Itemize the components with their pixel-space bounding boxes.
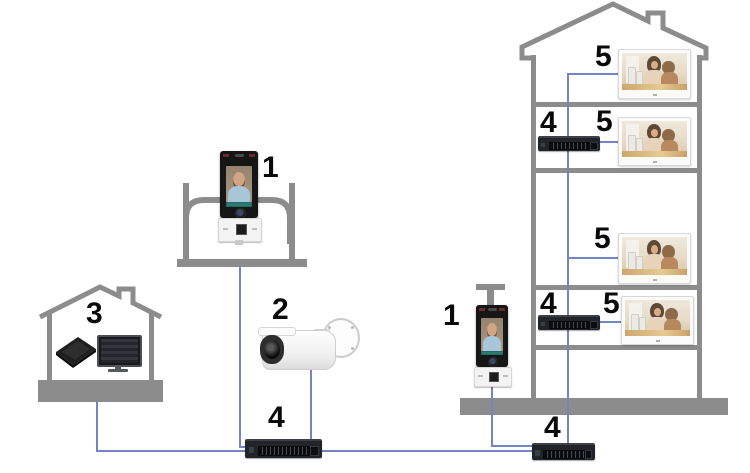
illuminator-icon: [479, 308, 485, 311]
switch-floor1: [538, 315, 600, 330]
logo-icon: [655, 340, 660, 342]
management-software-screen: [101, 339, 138, 363]
cable-stub-floor4: [567, 73, 619, 75]
illuminator-icon: [499, 308, 505, 311]
label-monitor-floor3: 5: [596, 105, 613, 138]
illuminator-icon: [249, 154, 255, 157]
cable-door-right-drop: [491, 384, 493, 447]
label-monitor-floor2: 5: [594, 222, 611, 255]
building-base: [460, 398, 728, 415]
building-floor-divider-3: [531, 285, 702, 290]
indoor-monitor-floor1: [621, 296, 694, 345]
cable-building-riser: [567, 73, 569, 445]
logo-icon: [652, 279, 657, 281]
ip-camera: [256, 314, 360, 372]
villa-base: [38, 380, 163, 402]
villa-roof: [38, 284, 163, 320]
building-roof: [519, 1, 709, 61]
cable-door-left-drop: [239, 265, 241, 448]
pole-crossbar: [476, 284, 505, 290]
label-door-station-left: 1: [262, 151, 279, 184]
cable-door-right-stub: [491, 445, 534, 447]
indoor-monitor-floor3: [618, 117, 691, 166]
speaker-icon: [488, 308, 497, 311]
management-server: [56, 337, 96, 368]
label-switch-floor1: 4: [540, 287, 557, 320]
illuminator-icon: [223, 154, 229, 157]
door-station-right: [474, 305, 512, 387]
cable-stub-floor3: [600, 141, 619, 143]
cable-door-left-stub: [239, 446, 248, 448]
speaker-icon: [235, 154, 244, 157]
label-switch-floor3: 4: [540, 106, 557, 139]
switch-floor3: [538, 136, 600, 151]
door-station-screen: [481, 318, 503, 355]
card-reader-icon: [489, 371, 499, 382]
cable-stub-floor2: [567, 257, 619, 259]
pole-post: [487, 289, 494, 307]
label-management-center: 3: [86, 297, 103, 330]
logo-icon: [652, 94, 657, 96]
cable-camera-drop: [310, 367, 312, 441]
villa-wall-left: [47, 313, 52, 381]
camera-lens-icon: [488, 357, 498, 367]
cable-stub-floor1: [600, 321, 622, 323]
card-reader-icon: [235, 223, 247, 235]
door-station-screen: [226, 166, 252, 207]
indoor-monitor-floor2: [618, 233, 691, 284]
villa-wall-right: [149, 313, 154, 381]
cable-villa-drop: [96, 401, 98, 452]
label-switch-entrance: 4: [268, 401, 285, 434]
camera-lens-icon: [260, 335, 284, 364]
building-wall-right: [697, 55, 702, 398]
building-floor-divider-2: [531, 168, 702, 173]
label-camera: 2: [272, 293, 289, 326]
indoor-monitor-floor4: [618, 49, 691, 99]
label-door-station-right: 1: [443, 299, 460, 332]
building-floor-divider-4: [531, 345, 702, 350]
entrance-base: [177, 259, 307, 267]
logo-icon: [652, 161, 657, 163]
door-station-left: [218, 151, 262, 246]
building-wall-left: [531, 55, 536, 398]
label-switch-outdoor: 4: [544, 411, 561, 444]
switch-entrance: [245, 439, 322, 458]
label-monitor-floor4: 5: [595, 40, 612, 73]
building-floor-divider-1: [531, 102, 702, 107]
label-monitor-floor1: 5: [603, 287, 620, 320]
switch-outdoor: [532, 443, 595, 460]
